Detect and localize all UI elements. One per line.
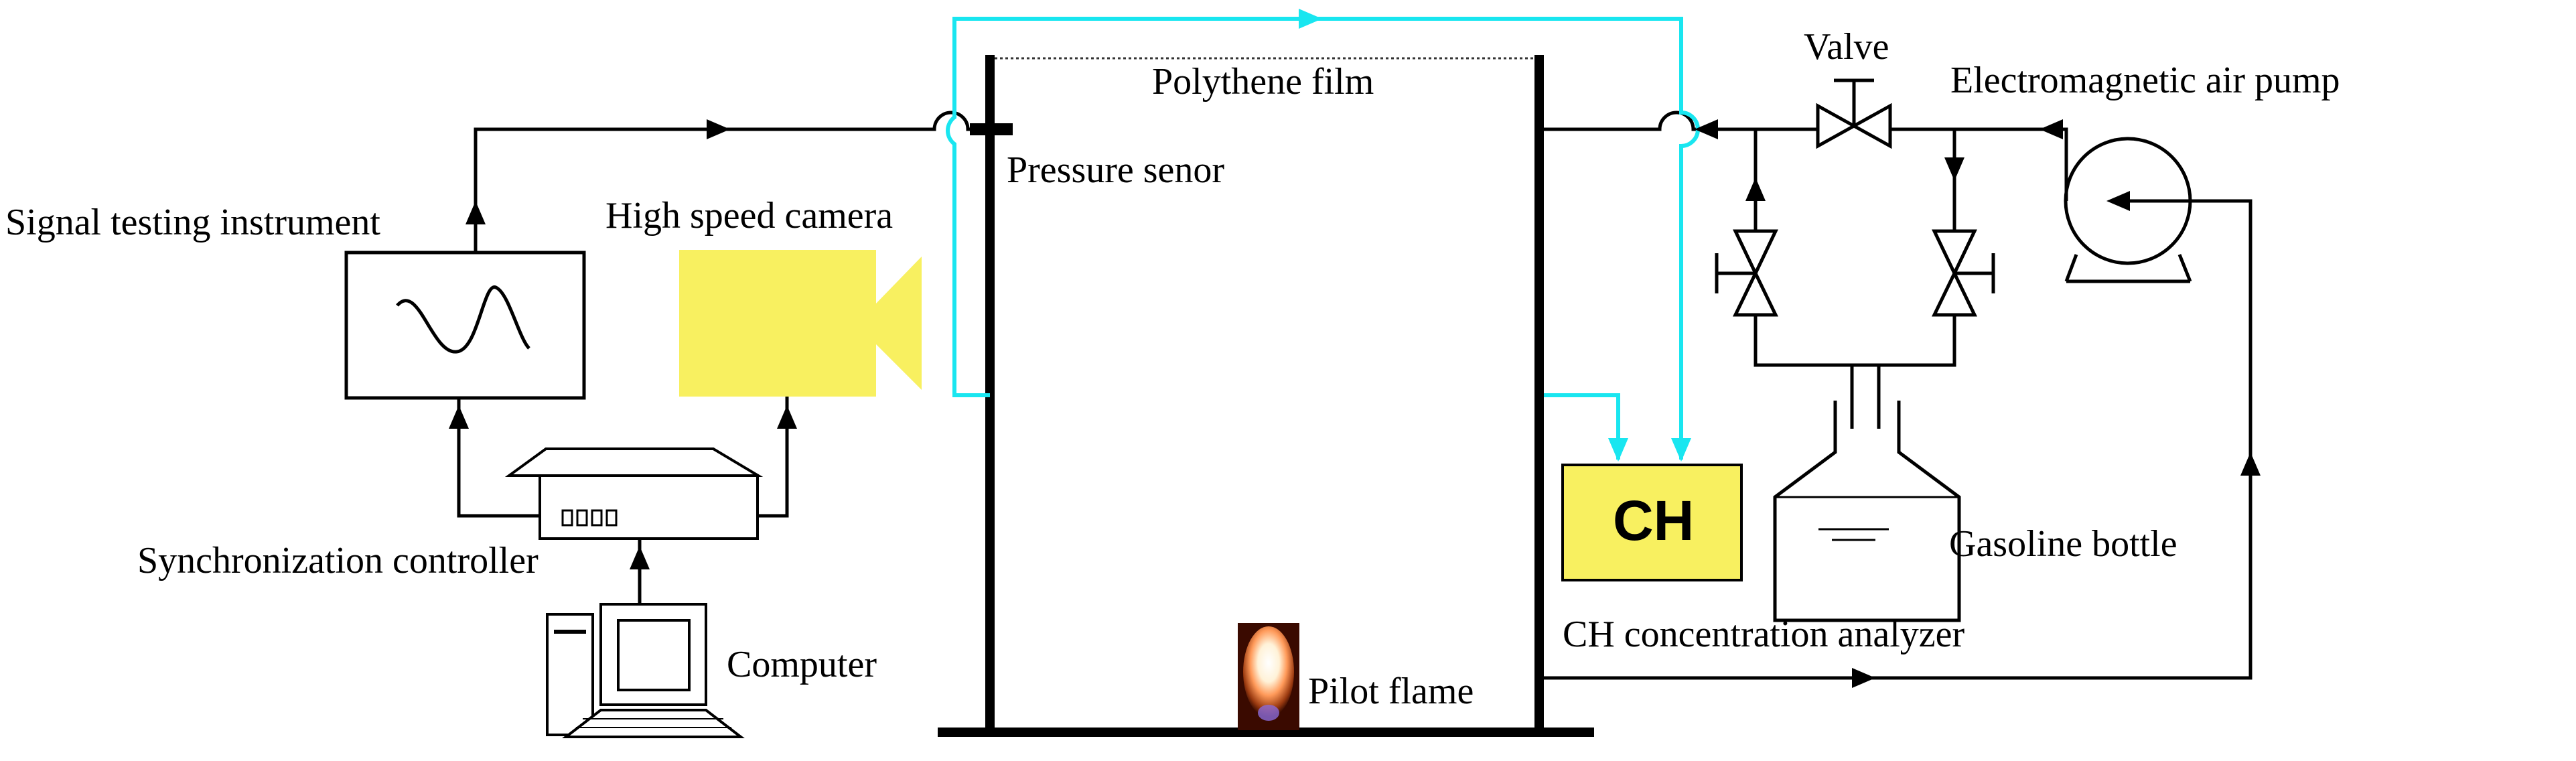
ch-box-label: CH xyxy=(1613,489,1694,552)
signal-and-gas-lines xyxy=(457,111,2252,680)
label-pilot-flame: Pilot flame xyxy=(1308,671,1474,712)
label-gasoline-bottle: Gasoline bottle xyxy=(1949,523,2177,565)
waveform-icon xyxy=(396,285,530,354)
computer-icon xyxy=(546,603,745,738)
valve-top-icon xyxy=(1816,78,1892,149)
arrowheads xyxy=(449,9,2261,688)
label-polythene-film: Polythene film xyxy=(1152,61,1374,102)
label-computer: Computer xyxy=(727,644,877,685)
valve-right-icon xyxy=(1932,229,1995,317)
chamber xyxy=(938,55,1594,737)
label-signal-testing-instrument: Signal testing instrument xyxy=(5,202,380,243)
label-synchronization-controller: Synchronization controller xyxy=(137,540,539,581)
label-ch-concentration-analyzer: CH concentration analyzer xyxy=(1563,614,1965,655)
label-pressure-sensor: Pressure senor xyxy=(1007,149,1224,191)
label-valve: Valve xyxy=(1804,26,1889,68)
high-speed-camera-icon xyxy=(679,250,922,397)
label-high-speed-camera: High speed camera xyxy=(605,195,893,236)
valve-left-icon xyxy=(1715,229,1778,317)
signal-testing-instrument xyxy=(344,251,586,400)
label-electromagnetic-air-pump: Electromagnetic air pump xyxy=(1950,60,2340,101)
ch-analyzer-box xyxy=(1561,464,1743,581)
synchronization-controller-icon xyxy=(504,447,764,540)
gasoline-bottle-icon xyxy=(1773,401,1961,622)
pilot-flame-icon xyxy=(1238,623,1299,730)
